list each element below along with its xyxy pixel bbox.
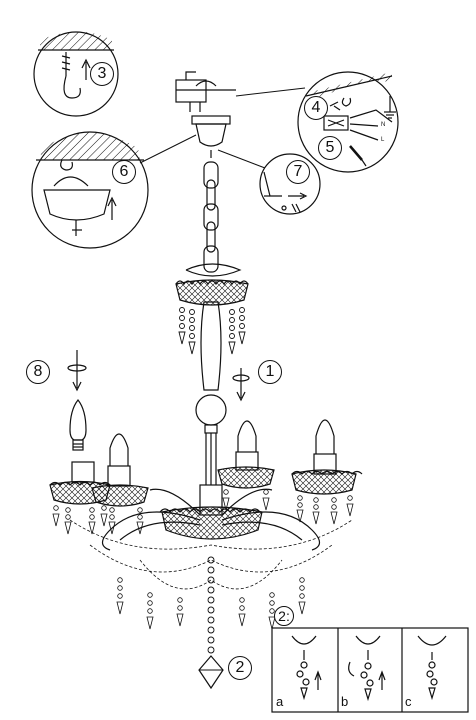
callout-screw bbox=[259, 153, 321, 215]
callout-canopy-hook bbox=[31, 131, 149, 249]
step-5-label: 5 bbox=[318, 136, 342, 160]
wire-neutral-label: N bbox=[381, 122, 386, 128]
cup-drops bbox=[52, 489, 354, 535]
upper-crown-drops bbox=[178, 307, 246, 355]
step-1-label: 1 bbox=[258, 360, 282, 384]
step-6-label: 6 bbox=[112, 160, 136, 184]
center-stem bbox=[195, 301, 227, 485]
candle-right-outer bbox=[291, 419, 363, 495]
detail-panel-a-label: a bbox=[276, 694, 284, 709]
step-7-label: 7 bbox=[286, 160, 310, 184]
upper-crown bbox=[175, 279, 249, 306]
step-8-label: 8 bbox=[26, 360, 50, 384]
candle-center-right bbox=[217, 420, 275, 489]
chain bbox=[203, 161, 219, 273]
canopy bbox=[191, 115, 231, 158]
rotate-arrow-step8 bbox=[67, 350, 87, 392]
ceiling-bracket bbox=[175, 71, 236, 112]
garlands bbox=[69, 519, 353, 590]
detail-panel-b-label: b bbox=[341, 694, 349, 709]
step-4-label: 4 bbox=[304, 96, 328, 120]
wire-live-label: L bbox=[381, 137, 385, 143]
arms bbox=[101, 488, 321, 551]
bulb bbox=[69, 399, 87, 451]
detail-header-circle: 2: bbox=[274, 606, 294, 626]
step-3-label: 3 bbox=[90, 62, 114, 86]
rotate-arrow-step1 bbox=[232, 368, 250, 402]
detail-panel-c-label: c bbox=[405, 694, 412, 709]
center-pendant bbox=[198, 556, 224, 690]
callout-hook bbox=[33, 31, 119, 117]
callout-wiring bbox=[297, 71, 399, 173]
step-2-label: 2 bbox=[228, 656, 252, 680]
bottom-bowl bbox=[159, 484, 263, 540]
candle-left-inner bbox=[91, 433, 149, 507]
bowl-strands bbox=[116, 577, 306, 630]
detail-box bbox=[271, 627, 469, 713]
